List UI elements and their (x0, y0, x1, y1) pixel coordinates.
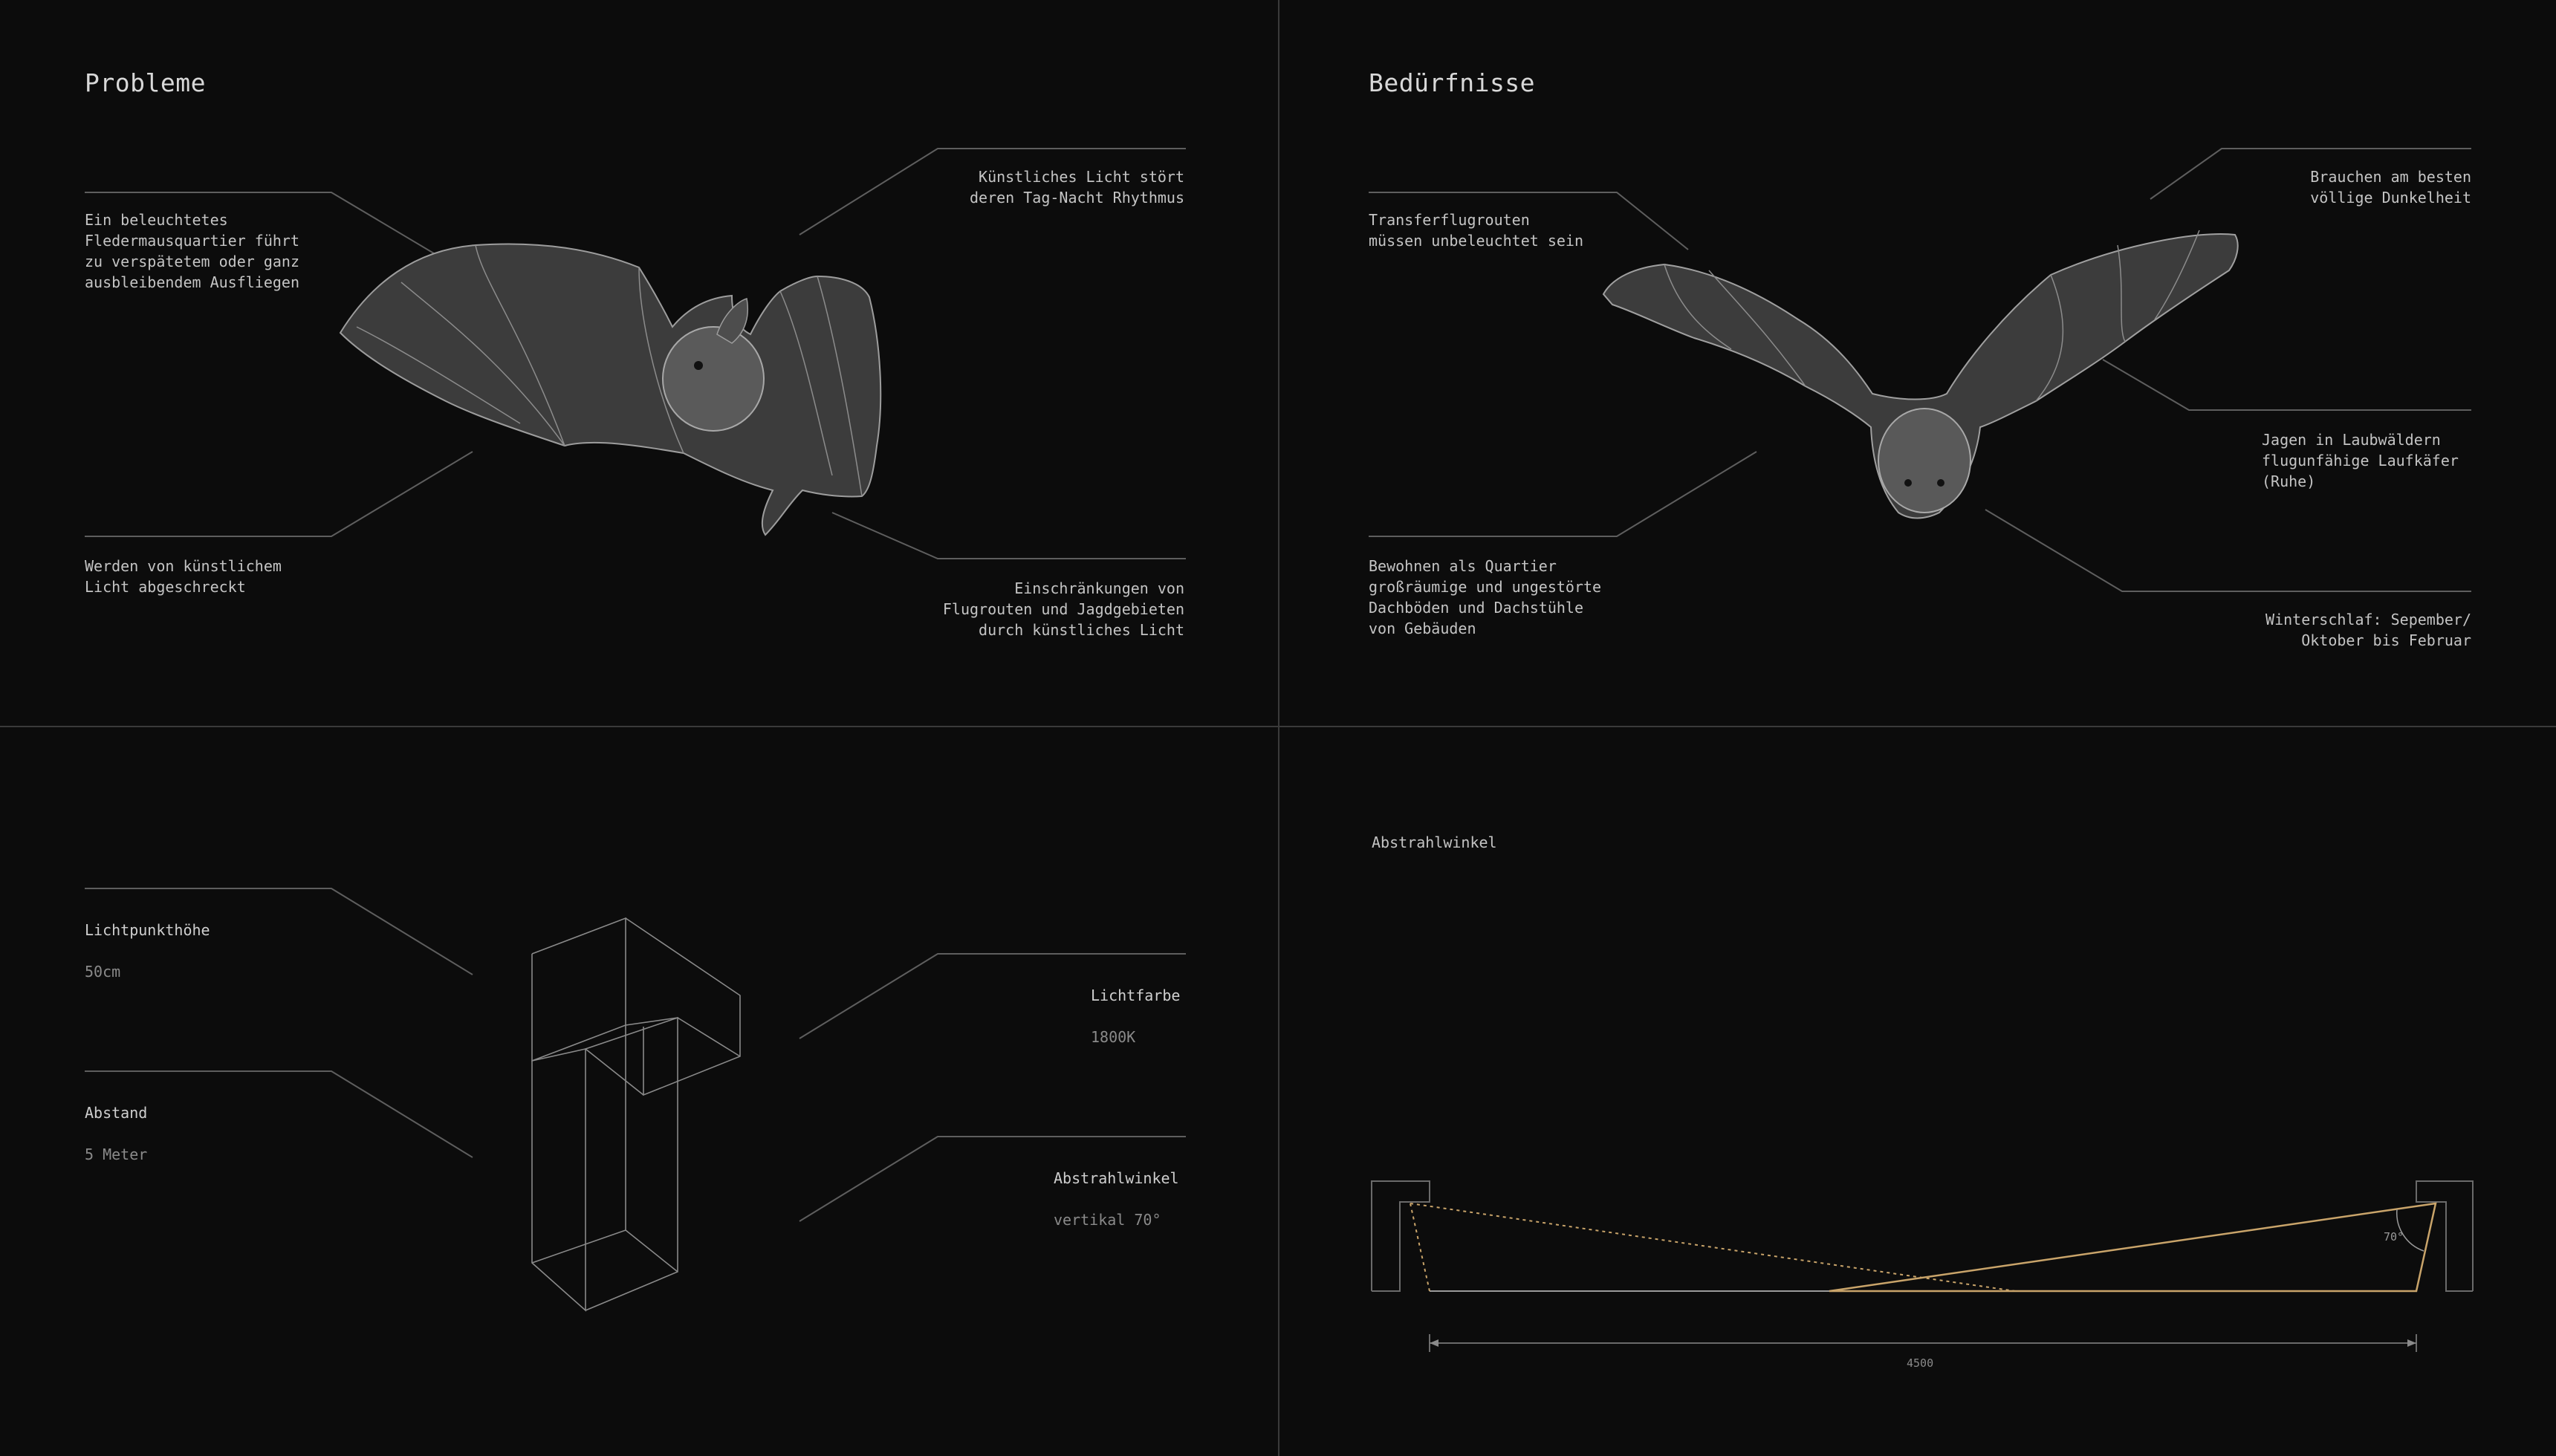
bat-side-view-image (339, 243, 882, 536)
spec-beam-angle-label: Abstrahlwinkel (1054, 1169, 1179, 1187)
spec-light-point-height-label: Lichtpunkthöhe (85, 921, 210, 939)
need-note-darkness: Brauchen am besten völlige Dunkelheit (2310, 168, 2471, 207)
spec-leader-lines (85, 888, 1186, 1222)
problem-note-flight-routes: Einschränkungen von Flugrouten und Jagdg… (942, 579, 1184, 639)
spec-beam-angle: Abstrahlwinkel vertikal 70° (1054, 1147, 1179, 1251)
beam-title: Abstrahlwinkel (1372, 833, 1497, 851)
angle-arc (2396, 1209, 2424, 1252)
spec-distance-label: Abstand (85, 1104, 148, 1122)
problems-title: Probleme (85, 68, 206, 97)
problem-note-late-emergence: Ein beleuchtetes Fledermausquartier führ… (85, 211, 299, 291)
spec-light-point-height-value: 50cm (85, 963, 121, 981)
beam-cone-solid (1829, 1202, 2437, 1293)
bat-front-view-image (1602, 230, 2239, 519)
spec-beam-angle-value: vertikal 70° (1054, 1211, 1161, 1229)
beam-cone-dashed-side (1410, 1203, 1430, 1292)
spec-light-color-label: Lichtfarbe (1091, 987, 1181, 1004)
need-note-transfer-routes: Transferflugrouten müssen unbeleuchtet s… (1369, 211, 1583, 250)
spec-distance: Abstand 5 Meter (85, 1082, 147, 1186)
need-leader-lines (1369, 148, 2471, 592)
vertical-divider (1278, 0, 1279, 1456)
need-note-hunting: Jagen in Laubwäldern flugunfähige Laufkä… (2262, 431, 2459, 490)
horizontal-divider (0, 726, 2556, 727)
spec-light-color: Lichtfarbe 1800K (1091, 964, 1180, 1068)
problem-note-deterred: Werden von künstlichem Licht abgeschreck… (85, 557, 282, 596)
problem-note-day-night-rhythm: Künstliches Licht stört deren Tag-Nacht … (970, 168, 1184, 207)
need-note-roosts: Bewohnen als Quartier großräumige und un… (1369, 557, 1602, 637)
beam-section-drawing (1371, 1180, 2474, 1352)
dimension-label: 4500 (1907, 1356, 1934, 1370)
right-lamp-post (2416, 1180, 2474, 1292)
needs-title: Bedürfnisse (1369, 68, 1536, 97)
need-note-hibernation: Winterschlaf: Sepember/ Oktober bis Febr… (2265, 611, 2471, 649)
lamp-wireframe (531, 917, 741, 1312)
beam-cone-dashed-top (1410, 1203, 2016, 1292)
spec-light-color-value: 1800K (1091, 1028, 1136, 1046)
spec-light-point-height: Lichtpunkthöhe 50cm (85, 899, 210, 1003)
spec-distance-value: 5 Meter (85, 1145, 148, 1163)
left-lamp-post (1371, 1180, 1430, 1292)
beam-angle-label: 70° (2384, 1230, 2404, 1244)
problem-leader-lines (85, 148, 1186, 559)
